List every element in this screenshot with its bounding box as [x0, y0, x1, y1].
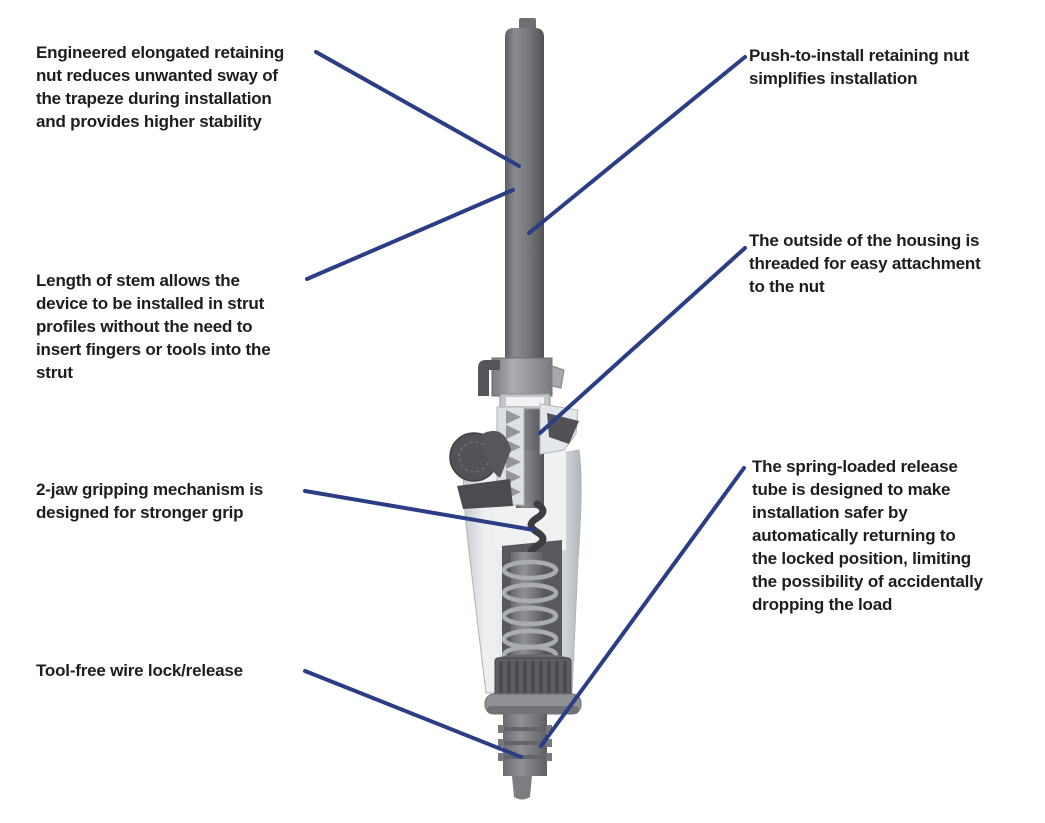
cam-lever: [482, 430, 511, 478]
callout-text-line: nut reduces unwanted sway of: [36, 66, 278, 85]
thread-teeth: [506, 410, 521, 499]
flange-shadow: [487, 706, 579, 714]
callout-text-line: the locked position, limiting: [752, 549, 971, 568]
callout-wire-lock: Tool-free wire lock/release: [36, 659, 243, 682]
callout-housing-threaded: The outside of the housing is threaded f…: [749, 229, 981, 298]
callout-text-line: Tool-free wire lock/release: [36, 661, 243, 680]
housing-right-tab: [551, 365, 565, 389]
gripping-jaw-left: [457, 479, 513, 509]
callout-text-line: Length of stem allows the: [36, 271, 240, 290]
callout-two-jaw: 2-jaw gripping mechanism is designed for…: [36, 478, 263, 524]
callout-text-line: simplifies installation: [749, 69, 918, 88]
leader-line-two-jaw: [303, 489, 536, 532]
callout-text-line: Engineered elongated retaining: [36, 43, 285, 62]
callout-text-line: dropping the load: [752, 595, 893, 614]
callout-text-line: tube is designed to make: [752, 480, 951, 499]
callout-text-line: installation safer by: [752, 503, 908, 522]
washer-band-highlight: [506, 397, 544, 406]
leader-line-stem-length: [305, 188, 515, 281]
collar-ribs: [499, 661, 567, 693]
callout-text-line: threaded for easy attachment: [749, 254, 981, 273]
callout-text-line: to the nut: [749, 277, 825, 296]
wire-grooves: [498, 725, 552, 761]
leader-line-elongated-nut: [314, 50, 521, 168]
callout-text-line: designed for stronger grip: [36, 503, 244, 522]
callout-text-line: strut: [36, 363, 73, 382]
callout-text-line: insert fingers or tools into the: [36, 340, 271, 359]
callout-push-to-install: Push-to-install retaining nut simplifies…: [749, 44, 969, 90]
leader-lines: [303, 50, 747, 759]
callout-text-line: the possibility of accidentally: [752, 572, 983, 591]
leader-line-spring-loaded: [539, 466, 746, 748]
callout-text-line: and provides higher stability: [36, 112, 262, 131]
tube-tip: [512, 776, 532, 800]
callout-text-line: the trapeze during installation: [36, 89, 272, 108]
callout-text-line: Push-to-install retaining nut: [749, 46, 969, 65]
callout-text-line: The spring-loaded release: [752, 457, 958, 476]
callout-text-line: 2-jaw gripping mechanism is: [36, 480, 263, 499]
stem-top-tab: [519, 18, 536, 30]
callout-text-line: The outside of the housing is: [749, 231, 980, 250]
leader-line-housing-threaded: [538, 246, 747, 435]
jaw-screw: [527, 500, 547, 564]
leader-line-push-to-install: [527, 55, 747, 235]
leader-line-wire-lock: [303, 669, 523, 759]
callout-text-line: profiles without the need to: [36, 317, 253, 336]
callout-spring-loaded: The spring-loaded release tube is design…: [752, 455, 983, 616]
device-illustration: [449, 18, 582, 800]
callout-elongated-nut: Engineered elongated retaining nut reduc…: [36, 41, 284, 133]
callout-text-line: device to be installed in strut: [36, 294, 265, 313]
yoke-hook: [478, 360, 500, 396]
callout-text-line: automatically returning to: [752, 526, 956, 545]
callout-stem-length: Length of stem allows the device to be i…: [36, 269, 271, 384]
retaining-nut-sleeve: [491, 357, 553, 397]
